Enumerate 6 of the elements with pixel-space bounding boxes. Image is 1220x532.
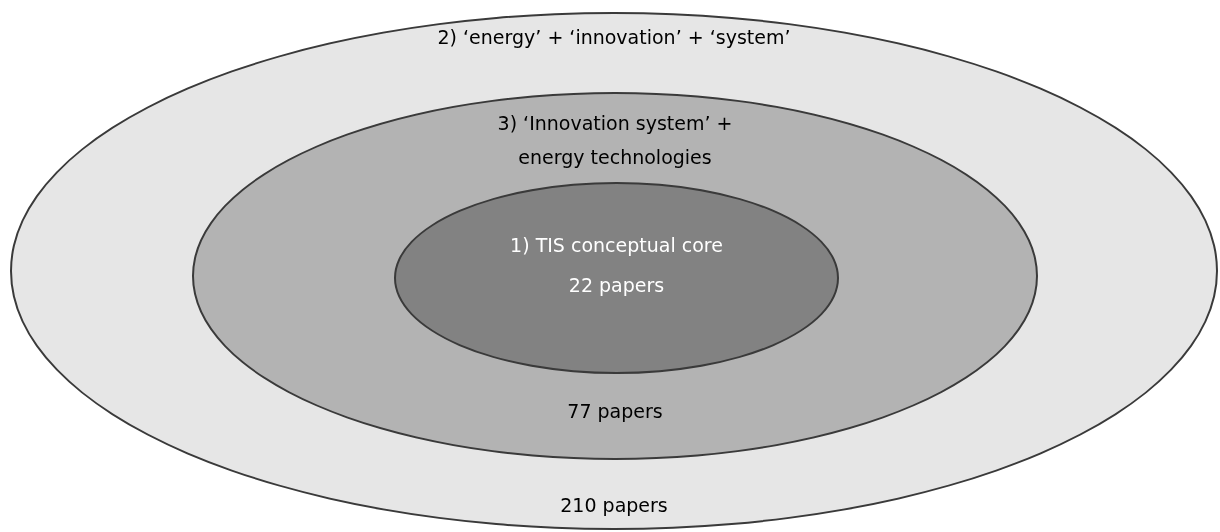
scope-heading: 3) ‘Innovation system’ + energy technologies bbox=[496, 111, 734, 170]
paper-count: 77 papers bbox=[567, 399, 663, 424]
scope-heading: 2) ‘energy’ + ‘innovation’ + ‘system’ bbox=[437, 25, 791, 50]
paper-count: 210 papers bbox=[560, 493, 668, 518]
paper-count: 22 papers bbox=[568, 273, 665, 298]
scope-heading: 1) TIS conceptual core bbox=[510, 233, 723, 258]
